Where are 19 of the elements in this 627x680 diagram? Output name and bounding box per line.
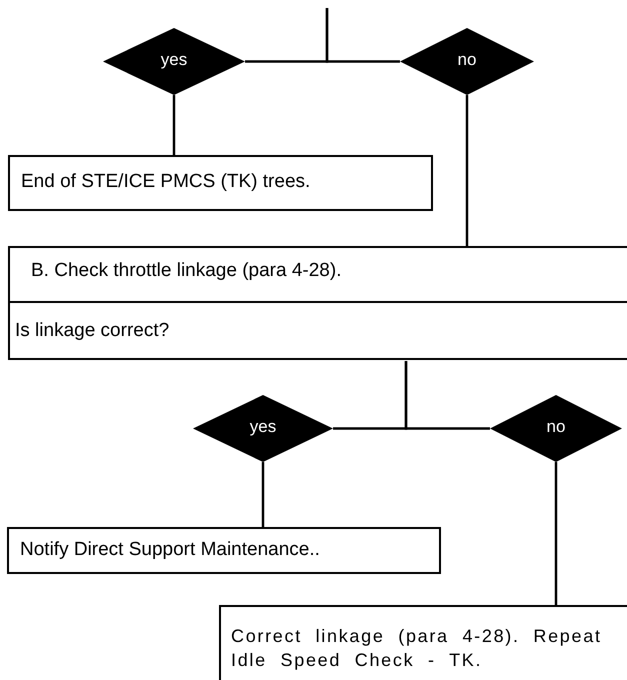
- step-text: Notify Direct Support Maintenance..: [20, 538, 320, 562]
- connector-line: [466, 95, 468, 246]
- decision-label: yes: [250, 416, 276, 437]
- question-text: Is linkage correct?: [15, 320, 170, 343]
- step-text: B. Check throttle linkage (para 4-28).: [31, 260, 342, 283]
- decision-label: yes: [160, 50, 188, 70]
- process-box: [8, 246, 627, 360]
- process-box: [7, 527, 441, 574]
- connector-line: [262, 462, 264, 527]
- step-text: End of STE/ICE PMCS (TK) trees.: [21, 171, 310, 194]
- step-text: Correct linkage (para 4-28). Repeat Idle Speed Check - TK.: [231, 625, 603, 672]
- process-box: [8, 155, 433, 211]
- decision-label: no: [458, 50, 476, 70]
- process-box: [219, 605, 627, 680]
- connector-line: [172, 95, 176, 155]
- connector-line: [404, 361, 490, 430]
- connector-line: [554, 462, 558, 605]
- decision-label: no: [546, 416, 566, 437]
- connector-line: [326, 8, 400, 63]
